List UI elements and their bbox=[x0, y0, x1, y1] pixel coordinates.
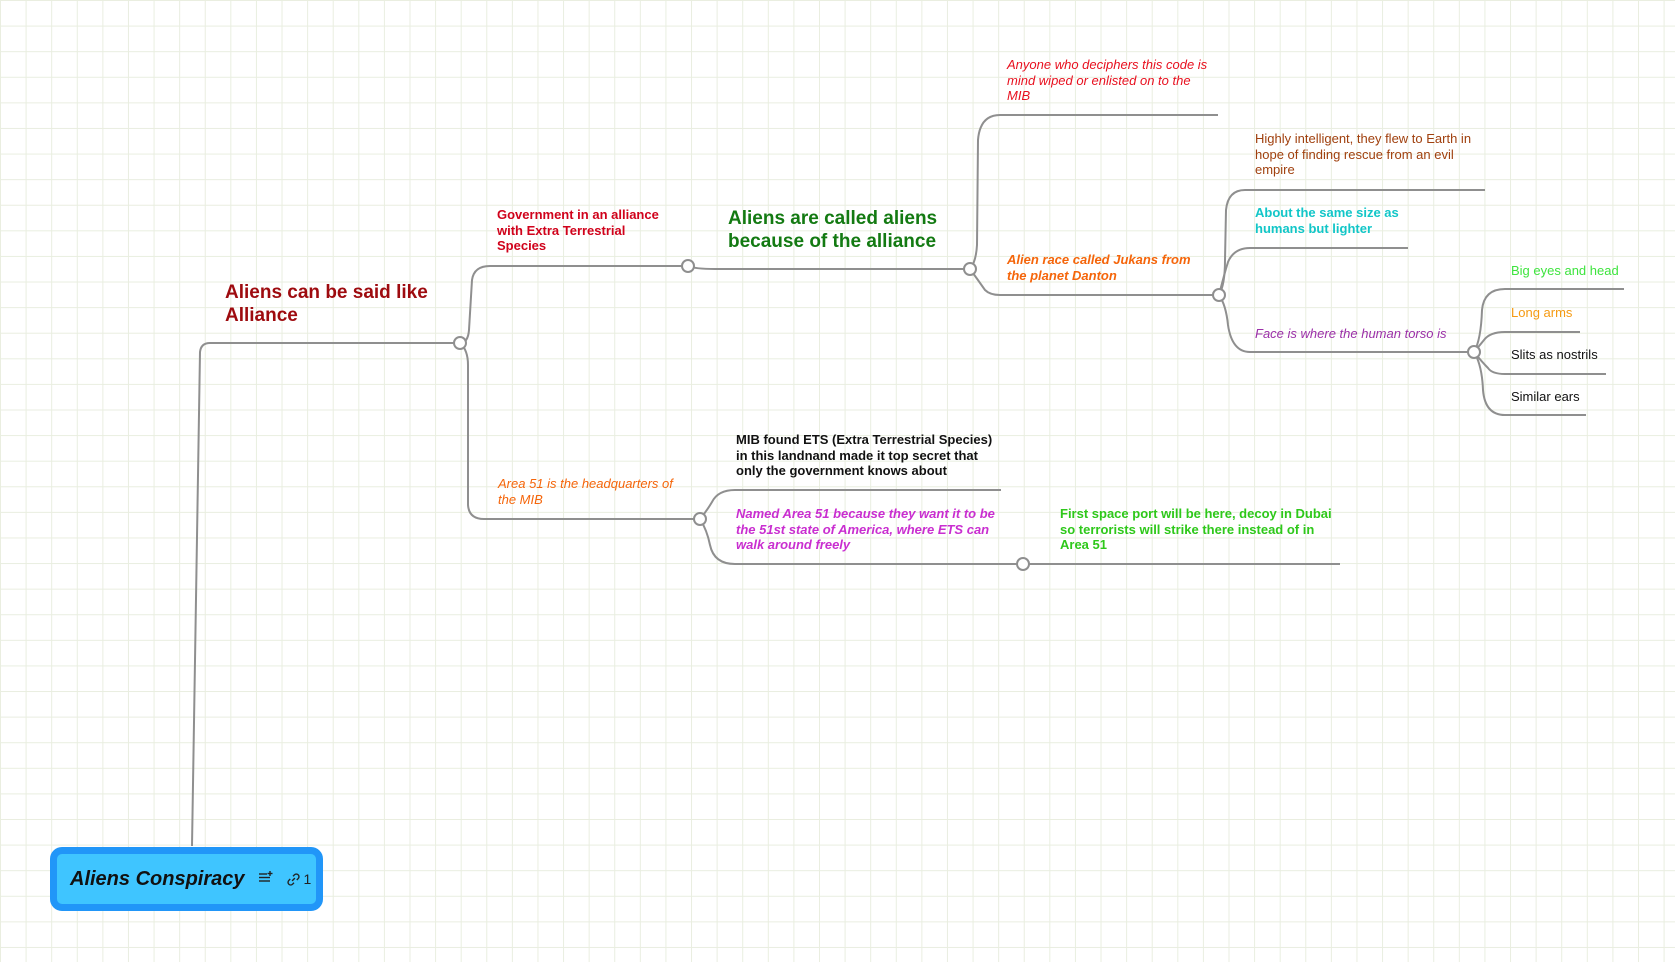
topic-space-port[interactable]: First space port will be here, decoy in … bbox=[1060, 506, 1335, 553]
topic-named-area51[interactable]: Named Area 51 because they want it to be… bbox=[736, 506, 1001, 553]
topic-label: Highly intelligent, they flew to Earth i… bbox=[1255, 131, 1472, 178]
topic-label: Area 51 is the headquarters of the MIB bbox=[498, 476, 673, 507]
link-icon bbox=[286, 872, 300, 886]
link-button[interactable]: 1 bbox=[286, 871, 312, 887]
topic-slits[interactable]: Slits as nostrils bbox=[1511, 347, 1598, 363]
topic-government[interactable]: Government in an alliance with Extra Ter… bbox=[497, 207, 672, 254]
root-title: Aliens Conspiracy bbox=[70, 867, 245, 890]
topic-jukans[interactable]: Alien race called Jukans from the planet… bbox=[1007, 252, 1197, 283]
topic-label: Alien race called Jukans from the planet… bbox=[1007, 252, 1191, 283]
topic-face[interactable]: Face is where the human torso is bbox=[1255, 326, 1475, 342]
topic-label: MIB found ETS (Extra Terrestrial Species… bbox=[736, 432, 993, 479]
topic-same-size[interactable]: About the same size as humans but lighte… bbox=[1255, 205, 1405, 236]
topic-area51[interactable]: Area 51 is the headquarters of the MIB bbox=[498, 476, 683, 507]
root-topic[interactable]: Aliens Conspiracy 1 bbox=[50, 847, 323, 911]
topic-long-arms[interactable]: Long arms bbox=[1511, 305, 1572, 321]
topic-highly-intelligent[interactable]: Highly intelligent, they flew to Earth i… bbox=[1255, 131, 1485, 178]
topic-ears[interactable]: Similar ears bbox=[1511, 389, 1580, 405]
topic-label: First space port will be here, decoy in … bbox=[1060, 506, 1332, 553]
topic-called-aliens[interactable]: Aliens are called aliens because of the … bbox=[728, 208, 953, 254]
topic-label: Big eyes and head bbox=[1511, 263, 1619, 278]
link-count: 1 bbox=[303, 871, 312, 887]
topic-label: Named Area 51 because they want it to be… bbox=[736, 506, 995, 553]
topic-label: Face is where the human torso is bbox=[1255, 326, 1447, 341]
topic-label: Government in an alliance with Extra Ter… bbox=[497, 207, 659, 254]
topic-label: Long arms bbox=[1511, 305, 1573, 320]
notes-icon[interactable] bbox=[258, 870, 274, 888]
topic-mib-found[interactable]: MIB found ETS (Extra Terrestrial Species… bbox=[736, 432, 996, 479]
collapse-toggle bbox=[453, 336, 467, 350]
topic-label: About the same size as humans but lighte… bbox=[1255, 205, 1399, 236]
topic-label: Aliens are called aliens because of the … bbox=[728, 208, 938, 252]
topic-label: Aliens can be said like Alliance bbox=[225, 282, 428, 326]
topic-label: Similar ears bbox=[1511, 389, 1580, 404]
topic-alliance[interactable]: Aliens can be said like Alliance bbox=[225, 282, 445, 328]
topic-anyone[interactable]: Anyone who deciphers this code is mind w… bbox=[1007, 57, 1217, 104]
topic-label: Slits as nostrils bbox=[1511, 347, 1598, 362]
topic-big-eyes[interactable]: Big eyes and head bbox=[1511, 263, 1619, 279]
topic-label: Anyone who deciphers this code is mind w… bbox=[1007, 57, 1208, 104]
